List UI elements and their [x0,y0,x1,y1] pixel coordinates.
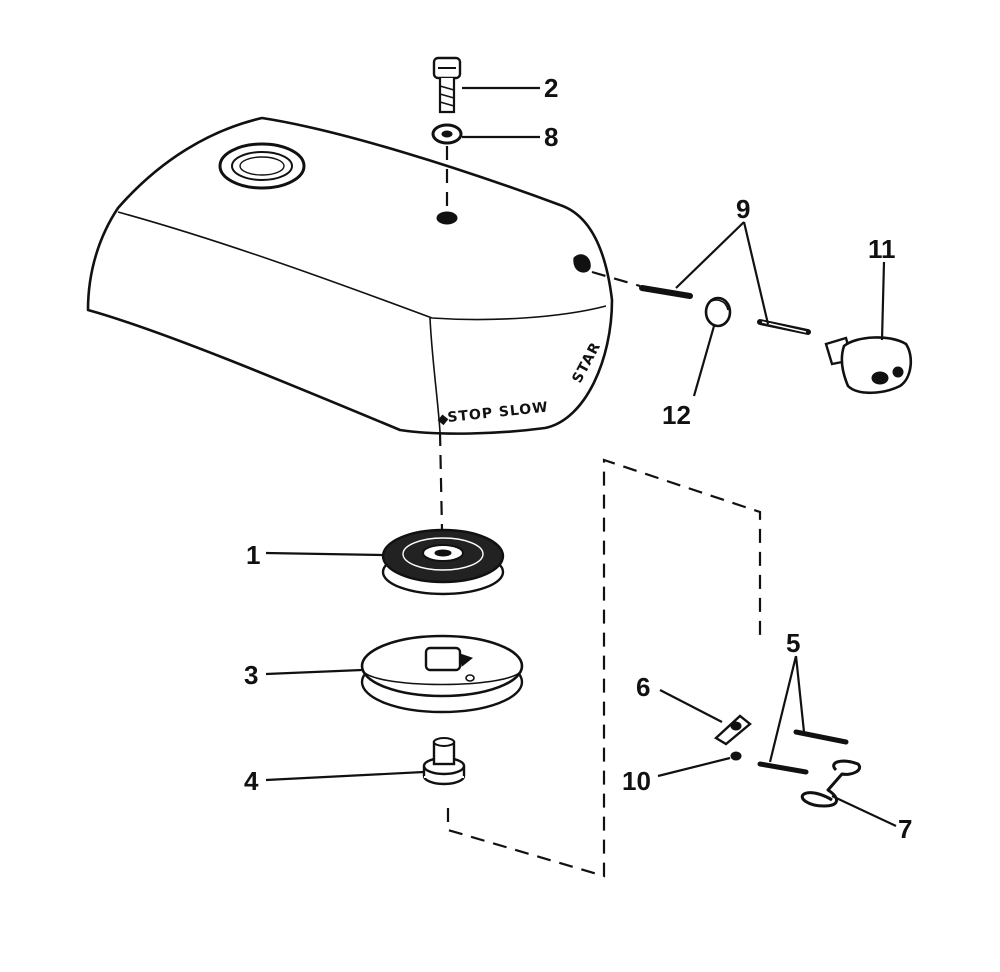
callout-10: 10 [622,766,651,796]
engine-cowl: STOP SLOW ◆ STAR [86,116,614,435]
filler-cap [218,142,306,190]
part-4-hub [422,737,466,786]
callout-6: 6 [636,672,650,702]
cowl-stop-arrow: ◆ [437,411,450,428]
part-8-washer [431,123,463,145]
callout-7: 7 [898,814,912,844]
leader-10 [657,756,731,778]
leader-6 [659,689,723,723]
leader-4 [265,770,425,782]
callout-2: 2 [544,73,558,103]
leader-5a [794,655,806,733]
leader-12 [692,325,716,397]
group-outline-dashed [446,458,762,878]
part-11-knob [824,336,913,395]
leader-11 [880,261,886,341]
part-12-bushing [704,296,732,328]
cowl-side-hole [573,254,591,273]
leader-9b [742,221,770,325]
callout-labels: 2 8 9 11 12 1 3 4 6 10 5 7 [244,73,912,844]
callout-11: 11 [868,234,896,264]
callout-1: 1 [246,540,260,570]
part-2-screw [432,56,462,114]
callout-3: 3 [244,660,258,690]
part-7-spring-clip [800,759,861,808]
leader-3 [265,668,363,676]
part-10-spacer [730,751,742,761]
leader-1 [265,551,384,557]
leader-lines [265,86,897,827]
leader-5b [768,655,798,763]
axis-cowl-to-pin [591,270,641,288]
part-1-spring-assembly [381,528,505,596]
callout-4: 4 [244,766,259,796]
leader-9a [675,221,745,289]
callout-8: 8 [544,122,558,152]
callout-5: 5 [786,628,800,658]
part-6-pawl [714,714,752,746]
callout-9: 9 [736,194,750,224]
part-5-pins [757,729,849,775]
callout-12: 12 [662,400,691,430]
leader-7 [831,795,897,827]
part-3-pulley [360,634,524,714]
cowl-mount-hole [436,211,458,225]
axis-cowl-to-spring [438,431,444,531]
